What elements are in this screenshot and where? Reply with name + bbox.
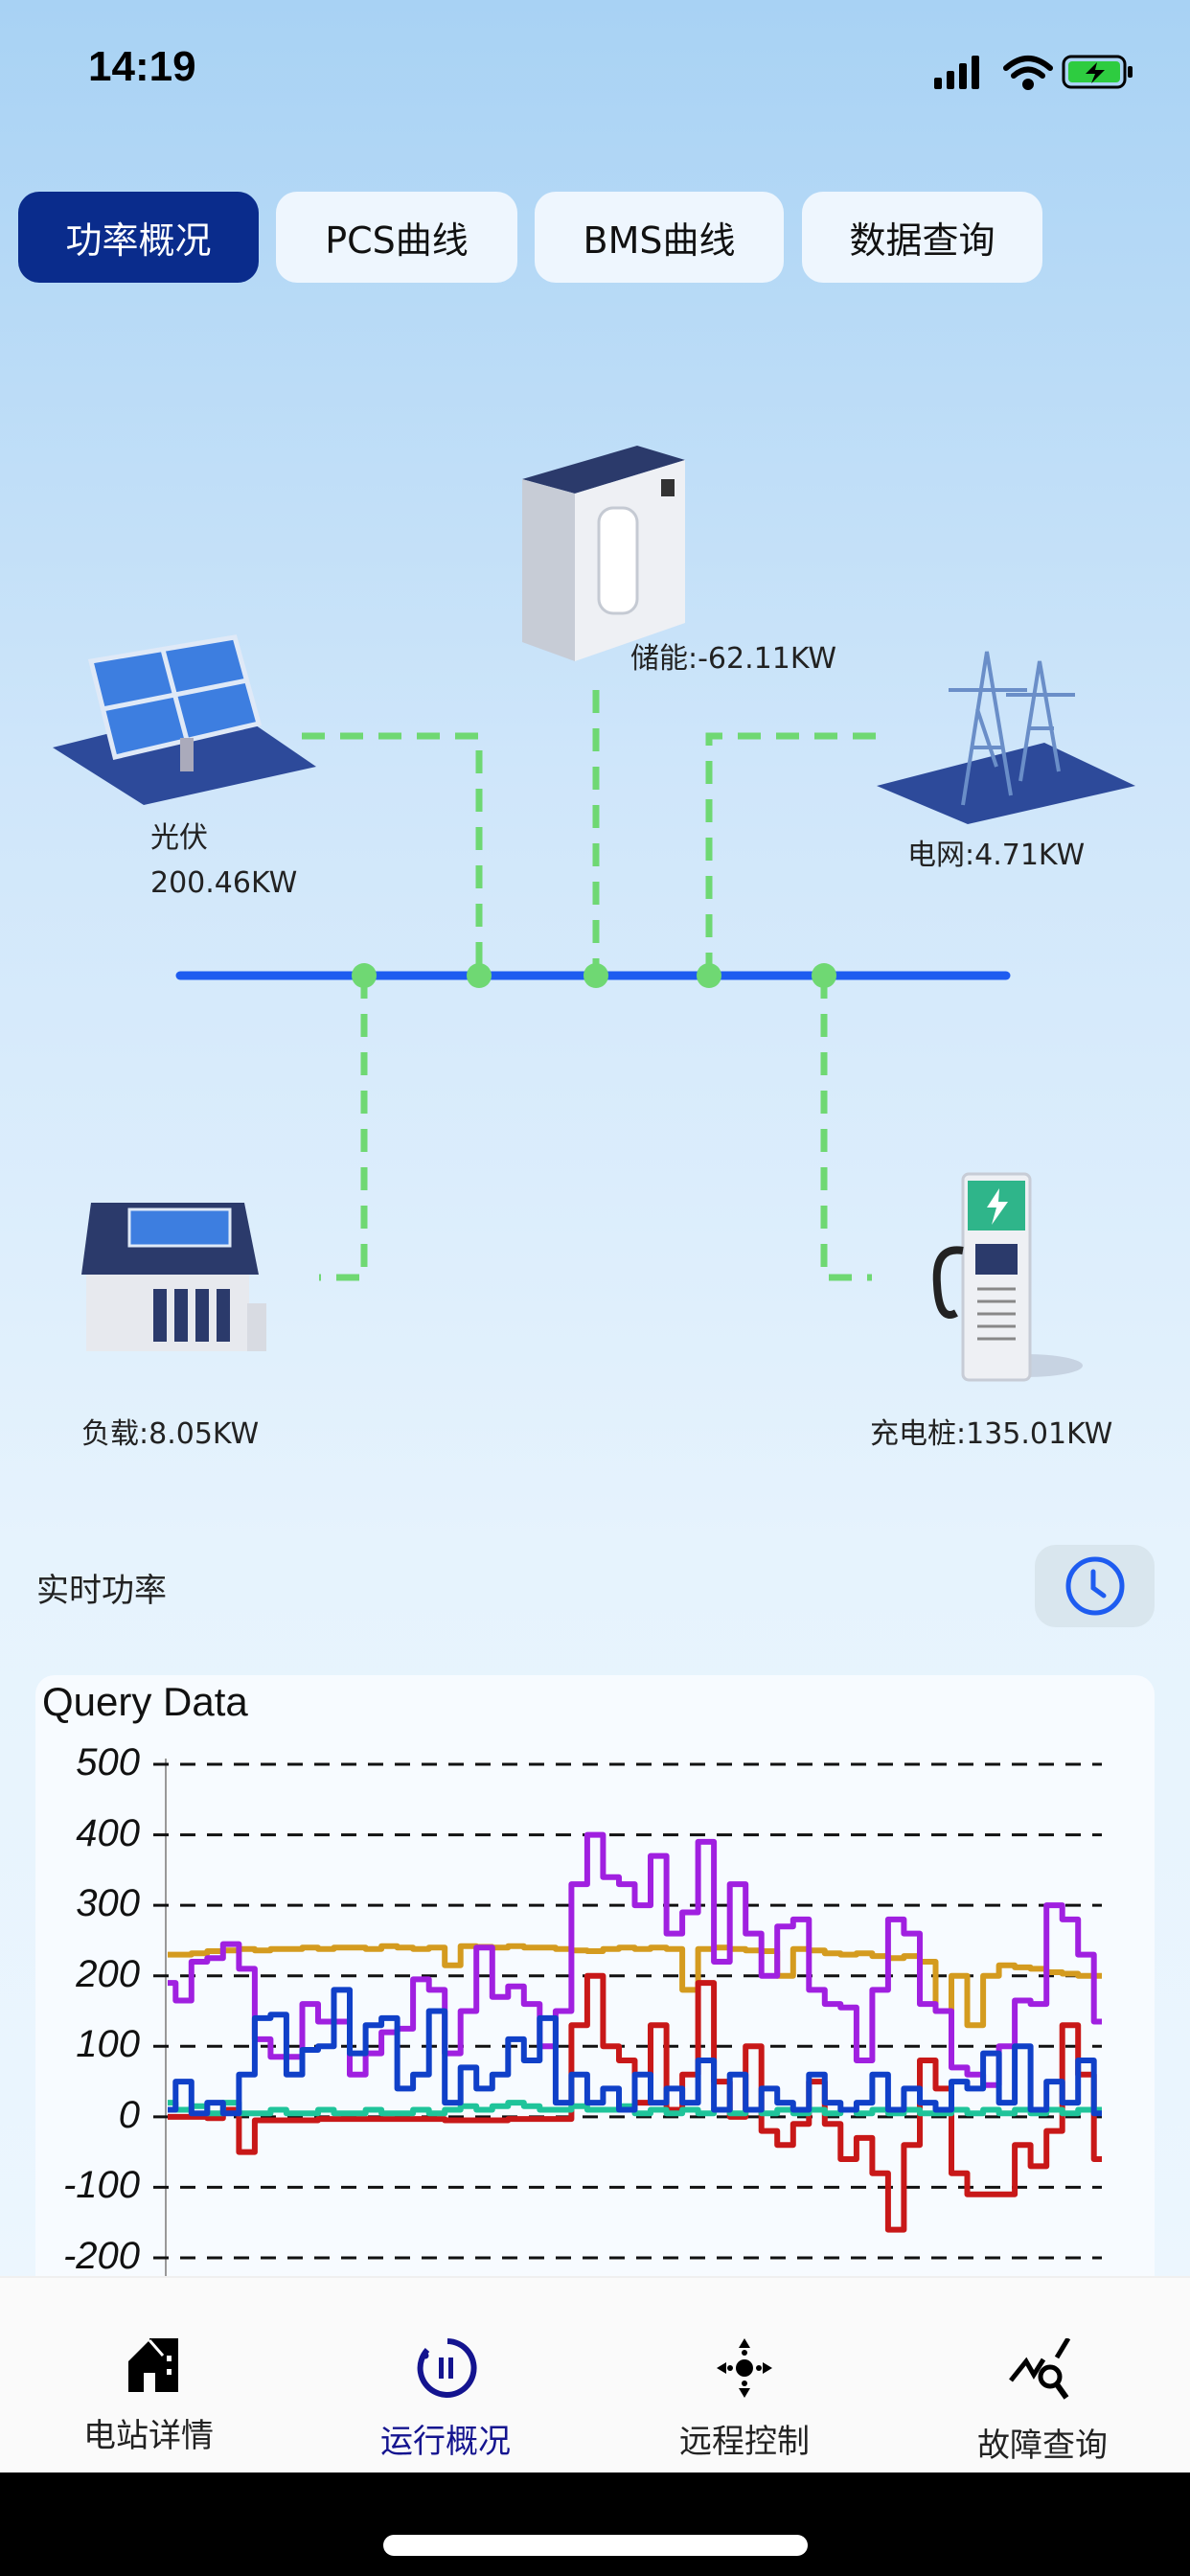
- bus-nodes: [352, 963, 836, 988]
- storage-label: 储能:-62.11KW: [630, 642, 837, 676]
- house-load-icon: [81, 1203, 266, 1351]
- load-label: 负载:8.05KW: [81, 1417, 260, 1451]
- pv-link: [302, 732, 483, 976]
- nav-station-details[interactable]: 电站详情: [34, 2338, 263, 2456]
- fault-search-icon: [1009, 2336, 1071, 2400]
- status-icons: [934, 55, 1133, 90]
- pv-name-label: 光伏: [150, 821, 208, 855]
- storage-cabinet-icon: [522, 446, 685, 661]
- tab-pcs-curve[interactable]: PCS曲线: [276, 192, 517, 283]
- station-icon: [128, 2338, 178, 2392]
- bottom-nav: [0, 2276, 1190, 2472]
- series-line-gold: [168, 1943, 1102, 2029]
- series-line-teal: [168, 2100, 1102, 2117]
- overview-icon: [417, 2338, 477, 2398]
- pv-value-label: 200.46KW: [150, 866, 298, 900]
- charging-pile-icon: [932, 1172, 1083, 1382]
- series-line-blue: [168, 1987, 1102, 2117]
- nav-remote-control[interactable]: 远程控制: [629, 2338, 859, 2462]
- charger-label: 充电桩:135.01KW: [870, 1417, 1113, 1451]
- remote-control-icon: [717, 2338, 772, 2398]
- series-line-purple: [168, 1831, 1102, 2088]
- grid-label: 电网:4.71KW: [907, 839, 1086, 872]
- power-flow-diagram: [53, 446, 1135, 1382]
- clock-icon: [1065, 1556, 1124, 1616]
- tab-power-overview[interactable]: 功率概况: [18, 192, 259, 283]
- y-tick-label: -200: [62, 2235, 140, 2277]
- home-indicator[interactable]: [383, 2535, 808, 2556]
- home-indicator-area: [0, 2472, 1190, 2576]
- battery-icon: [1062, 55, 1133, 89]
- grid-link: [705, 732, 886, 976]
- power-tower-icon: [877, 651, 1135, 824]
- section-title: 实时功率: [36, 1572, 167, 1610]
- y-tick-label: 500: [76, 1741, 140, 1783]
- signal-icon: [934, 56, 979, 89]
- y-tick-label: 300: [76, 1882, 140, 1925]
- y-tick-label: -100: [62, 2164, 140, 2207]
- series-line-red: [168, 1972, 1102, 2233]
- y-tick-label: 400: [76, 1811, 140, 1854]
- solar-panel-icon: [53, 634, 316, 805]
- nav-fault-query[interactable]: 故障查询: [927, 2336, 1157, 2466]
- chart-title: Query Data: [42, 1679, 248, 1724]
- y-tick-label: 0: [118, 2093, 140, 2136]
- line-chart: [153, 1759, 1102, 2276]
- y-tick-label: 100: [76, 2023, 140, 2066]
- flow-links: [302, 690, 886, 1281]
- wifi-icon: [1003, 56, 1053, 90]
- status-time: 14:19: [88, 43, 196, 90]
- nav-run-overview[interactable]: 运行概况: [331, 2338, 561, 2462]
- tab-bms-curve[interactable]: BMS曲线: [535, 192, 784, 283]
- history-button[interactable]: [1035, 1545, 1155, 1627]
- tab-data-query[interactable]: 数据查询: [802, 192, 1042, 283]
- y-tick-label: 200: [76, 1952, 140, 1995]
